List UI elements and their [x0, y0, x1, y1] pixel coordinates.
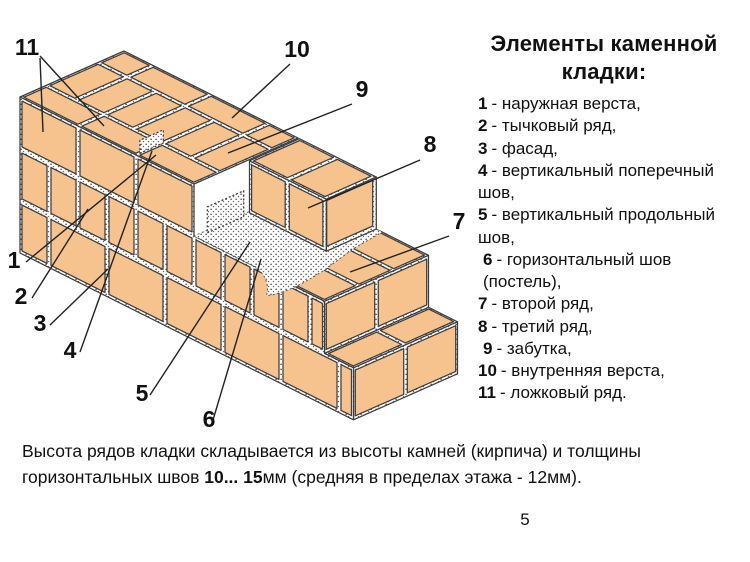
diagram-label-7: 7: [453, 208, 466, 234]
list-item: 3- фасад,: [478, 138, 558, 158]
diagram-label-8: 8: [424, 131, 437, 157]
list-item: 11- ложковый ряд.: [478, 383, 627, 403]
diagram-label-2: 2: [15, 283, 28, 309]
masonry-drawing: 11 10 9 8 7 1 2 3 4 5 6: [8, 34, 466, 432]
diagram-label-4: 4: [64, 337, 77, 363]
list-item: 6- горизонтальный шов (постель),: [483, 249, 672, 292]
list-item: 7- второй ряд,: [478, 294, 594, 314]
diagram-label-10: 10: [284, 36, 310, 62]
diagram-label-1: 1: [8, 247, 21, 273]
bottom-caption: Высота рядов кладки складывается из высо…: [22, 441, 641, 488]
diagram-label-11: 11: [15, 34, 40, 60]
legend-list: 1- наружная верста, 2- тычковый ряд, 3- …: [478, 93, 730, 405]
list-item: 2- тычковый ряд,: [478, 116, 617, 136]
list-item: 5- вертикальный продольный шов,: [478, 205, 716, 247]
brickwork-art: [19, 50, 459, 421]
legend-panel: Элементы каменной кладки: 1- наружная ве…: [478, 30, 730, 405]
list-item: 8- третий ряд,: [478, 316, 593, 336]
list-item: 10- внутренняя верста,: [478, 361, 665, 381]
diagram-label-3: 3: [34, 310, 47, 336]
list-item: 4- вертикальный поперечный шов,: [478, 160, 715, 203]
page-title: Элементы каменной кладки:: [490, 31, 718, 84]
diagram-labels: 11 10 9 8 7 1 2 3 4 5 6: [8, 34, 466, 432]
list-item: 9- забутка,: [483, 338, 572, 358]
diagram-label-9: 9: [356, 76, 369, 102]
masonry-diagram: 11 10 9 8 7 1 2 3 4 5 6: [0, 8, 480, 438]
leader-lines: [25, 55, 450, 421]
diagram-label-5: 5: [136, 380, 149, 406]
diagram-label-6: 6: [203, 406, 216, 432]
page-number: 5: [520, 510, 530, 529]
list-item: 1- наружная верста,: [478, 94, 641, 113]
